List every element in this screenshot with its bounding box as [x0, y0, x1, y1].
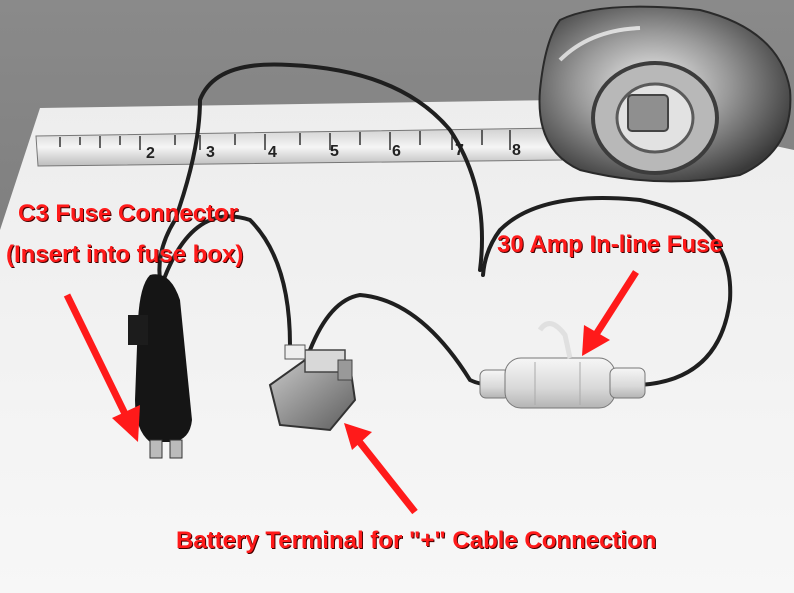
tape-tick-label: 2	[146, 145, 155, 162]
inline-fuse-holder	[479, 321, 646, 409]
c3-connector-label-line2: (Insert into fuse box)	[6, 241, 244, 268]
foam-board	[0, 100, 794, 593]
c3-fuse-connector	[128, 274, 192, 459]
fuse-label: 30 Amp In-line Fuse	[497, 231, 723, 258]
battery-terminal	[268, 344, 357, 432]
tape-tick-label: 5	[330, 143, 339, 160]
arrow-to-battery-terminal	[344, 423, 418, 515]
tape-measure-blade: 2 3 4 5 6 7 8	[35, 127, 563, 167]
tape-tick-label: 7	[455, 142, 464, 159]
battery-terminal-label: Battery Terminal for "+" Cable Connectio…	[176, 527, 657, 554]
tape-tick-label: 3	[206, 144, 215, 161]
arrow-to-c3-connector	[63, 293, 140, 442]
c3-connector-label-line1: C3 Fuse Connector	[18, 200, 239, 227]
tape-tick-label: 4	[268, 144, 277, 161]
tape-tick-label: 6	[392, 143, 401, 160]
arrow-to-fuse	[582, 270, 639, 356]
wire-harness	[157, 62, 733, 387]
tape-tick-label: 8	[512, 142, 521, 159]
tape-measure-case	[538, 5, 792, 183]
annotation-arrows	[63, 270, 639, 515]
